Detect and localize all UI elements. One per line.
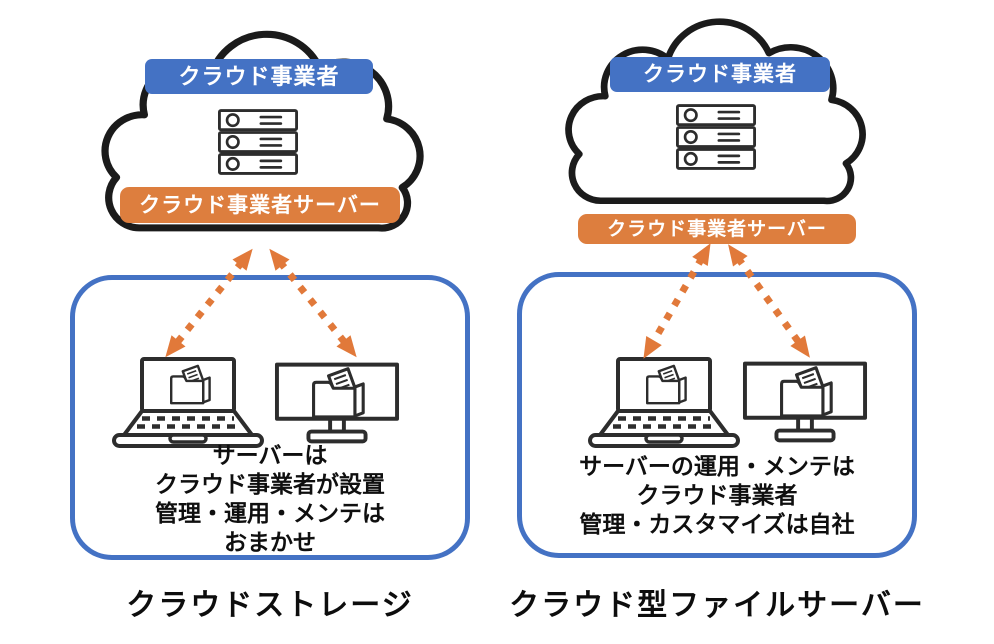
description-line: 管理・運用・メンテは (155, 500, 385, 526)
provider-server-badge: クラウド事業者サーバー (578, 214, 856, 244)
provider-badge: クラウド事業者 (610, 57, 830, 92)
provider-server-badge: クラウド事業者サーバー (120, 187, 400, 223)
server-stack-icon (218, 109, 298, 175)
description-line: サーバーの運用・メンテは (579, 453, 855, 479)
provider-badge: クラウド事業者 (145, 59, 373, 94)
description-line: 管理・カスタマイズは自社 (579, 511, 855, 537)
laptop-folder-icon (588, 357, 740, 448)
description-line: クラウド事業者 (636, 482, 798, 508)
panel-caption: クラウドストレージ (126, 589, 414, 622)
laptop-folder-icon (112, 357, 264, 448)
panel-caption: クラウド型ファイルサーバー (509, 589, 925, 622)
description-line: サーバーは (212, 442, 328, 468)
monitor-folder-icon (742, 361, 868, 443)
description-text: サーバーの運用・メンテは クラウド事業者 管理・カスタマイズは自社 (522, 452, 912, 539)
server-stack-icon (676, 104, 756, 170)
description-line: クラウド事業者が設置 (155, 471, 385, 497)
monitor-folder-icon (274, 362, 400, 444)
description-line: おまかせ (224, 529, 316, 555)
description-text: サーバーは クラウド事業者が設置 管理・運用・メンテは おまかせ (75, 441, 465, 557)
